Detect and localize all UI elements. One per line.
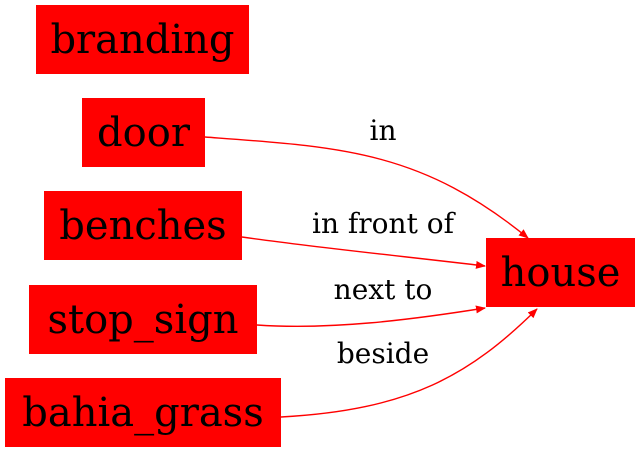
node-label: benches [59, 203, 226, 249]
node-label: door [97, 110, 191, 156]
edge-label: in front of [312, 207, 457, 240]
edge-label: next to [334, 273, 433, 306]
edge-line [256, 305, 486, 328]
node-label: bahia_grass [22, 390, 263, 436]
edge-label: beside [337, 337, 429, 370]
edge-stop-sign-house: next to [256, 273, 486, 328]
node-branding: branding [36, 5, 249, 74]
node-bahia-grass: bahia_grass [5, 378, 281, 447]
edge-label: in [370, 114, 397, 147]
node-benches: benches [44, 191, 242, 260]
node-label: branding [50, 17, 234, 63]
edge-line [204, 136, 529, 239]
edge-line [241, 236, 486, 269]
node-label: stop_sign [48, 297, 239, 343]
edge-door-house: in [204, 114, 529, 239]
node-label: house [501, 250, 621, 296]
edge-bahia-grass-house: beside [280, 308, 538, 418]
node-door: door [82, 98, 205, 167]
node-stop-sign: stop_sign [29, 285, 257, 354]
edge-line [280, 308, 538, 418]
edge-benches-house: in front of [241, 207, 486, 269]
node-house: house [486, 238, 635, 307]
